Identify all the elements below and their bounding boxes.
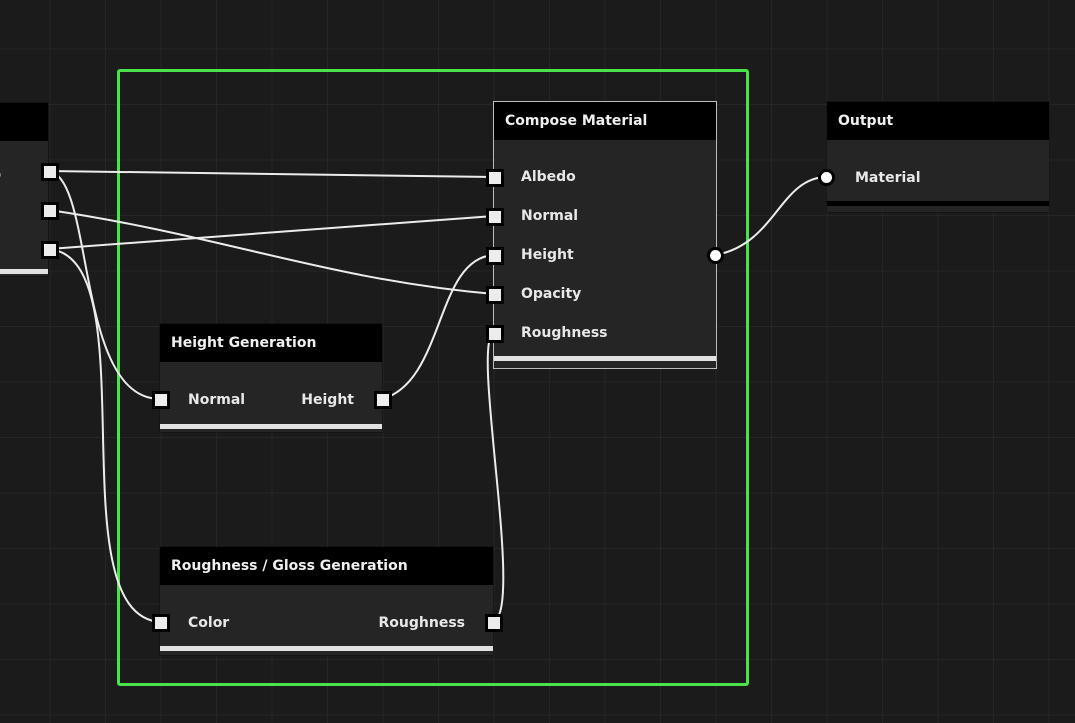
output-socket-albedo[interactable] xyxy=(41,163,59,181)
port-label-albedo: Albedo xyxy=(521,169,576,185)
input-socket-material[interactable] xyxy=(818,169,835,186)
node-footer xyxy=(160,646,493,651)
input-socket-normal[interactable] xyxy=(486,208,504,226)
port-label-height: Height xyxy=(301,392,354,408)
port-label-normal: Normal xyxy=(521,208,579,224)
port-label-albedo: edo xyxy=(0,166,1,184)
output-socket-roughness[interactable] xyxy=(485,614,503,632)
output-socket-normal[interactable] xyxy=(41,241,59,259)
node-height-generation[interactable]: Height Generation Normal Height xyxy=(160,324,382,432)
node-footer xyxy=(0,269,48,274)
node-source-material[interactable]: edo ity nal xyxy=(0,103,48,276)
node-footer xyxy=(494,356,716,361)
port-label-color: Color xyxy=(188,615,230,631)
port-label-normal: Normal xyxy=(188,392,246,408)
node-title[interactable]: Compose Material xyxy=(494,102,716,140)
node-title[interactable]: Roughness / Gloss Generation xyxy=(160,547,493,585)
node-output[interactable]: Output Material xyxy=(827,102,1049,212)
port-label-material: Material xyxy=(855,170,921,186)
node-footer xyxy=(160,424,382,429)
port-label-height: Height xyxy=(521,247,574,263)
node-header[interactable] xyxy=(0,103,48,141)
node-compose-material[interactable]: Compose Material Albedo Normal Height Op… xyxy=(493,101,717,369)
input-socket-normal[interactable] xyxy=(152,391,170,409)
node-title[interactable]: Height Generation xyxy=(160,324,382,362)
port-label-opacity: Opacity xyxy=(521,286,582,302)
node-roughness-gloss-generation[interactable]: Roughness / Gloss Generation Color Rough… xyxy=(160,547,493,655)
input-socket-roughness[interactable] xyxy=(486,325,504,343)
port-label-roughness: Roughness xyxy=(378,615,465,631)
input-socket-height[interactable] xyxy=(486,247,504,265)
input-socket-opacity[interactable] xyxy=(486,286,504,304)
output-socket-material[interactable] xyxy=(707,247,724,264)
node-footer xyxy=(827,201,1049,206)
node-title[interactable]: Output xyxy=(827,102,1049,140)
output-socket-height[interactable] xyxy=(374,391,392,409)
input-socket-color[interactable] xyxy=(152,614,170,632)
port-label-roughness: Roughness xyxy=(521,325,608,341)
output-socket-opacity[interactable] xyxy=(41,202,59,220)
input-socket-albedo[interactable] xyxy=(486,169,504,187)
